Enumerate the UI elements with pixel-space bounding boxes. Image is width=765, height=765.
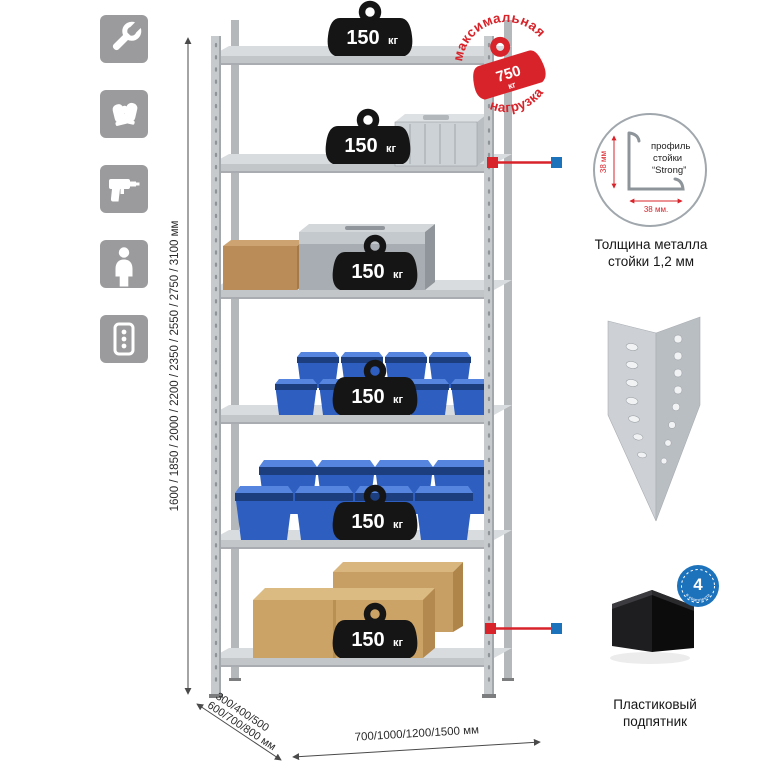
feature-tile-person xyxy=(100,240,148,288)
fasteners-icon xyxy=(113,322,135,356)
profile-circle-callout: 38 мм 38 мм. профиль стойки “Strong” xyxy=(593,113,707,227)
foot-caption-line2: подпятник xyxy=(622,713,688,729)
max-load-stamp: максимальная нагрузка 750 кг xyxy=(440,0,550,122)
stamp-weight-value: 750 xyxy=(494,62,523,86)
plastic-foot-image: 4 в комплекте xyxy=(610,565,719,664)
badge-count-value: 4 xyxy=(693,575,703,594)
foot-caption: Пластиковый подпятник xyxy=(577,697,733,731)
height-dimension-label: 1600 / 1850 / 2000 / 2200 / 2350 / 2550 … xyxy=(169,221,181,512)
profile-caption-line1: Толщина металла xyxy=(594,237,708,252)
dimension-width: 700/1000/1200/1500 мм xyxy=(292,724,541,761)
cardboard-box-small-image xyxy=(223,240,305,290)
weight-badge-2 xyxy=(326,112,411,164)
profile-dim-horizontal: 38 мм. xyxy=(644,205,668,214)
feature-tile-gloves xyxy=(100,90,148,138)
dimension-height: 1600 / 1850 / 2000 / 2200 / 2350 / 2550 … xyxy=(169,37,192,695)
person-icon xyxy=(115,247,133,287)
cardboard-boxes-bottom-image xyxy=(253,562,463,658)
drill-icon xyxy=(109,179,140,202)
profile-caption: Толщина металла стойки 1,2 мм xyxy=(573,237,729,271)
stamp-weight-unit: кг xyxy=(507,79,518,91)
dimension-depth: 300/400/500 600/700/800 мм xyxy=(196,690,282,761)
shelf-load-weights xyxy=(326,4,418,658)
feature-tile-drill xyxy=(100,165,148,213)
weight-badge-1 xyxy=(328,4,413,56)
profile-label-line3: “Strong” xyxy=(652,165,686,176)
profile-label-line1: профиль xyxy=(651,141,690,152)
upright-profile-image xyxy=(607,316,701,522)
rack-front-uprights xyxy=(209,36,496,698)
gloves-icon xyxy=(112,102,138,126)
rack-diagram: 150 кг xyxy=(169,0,562,761)
profile-callout-connector xyxy=(487,157,562,168)
profile-dim-vertical: 38 мм xyxy=(599,151,608,173)
connector-red-marker-bottom xyxy=(485,623,496,634)
wrench-icon xyxy=(112,21,142,51)
rack-back-uprights xyxy=(229,20,514,681)
connector-red-marker-top xyxy=(487,157,498,168)
profile-cross-section: 38 мм 38 мм. профиль стойки “Strong” xyxy=(599,131,690,214)
foot-callout-connector xyxy=(485,623,562,634)
connector-blue-marker-top xyxy=(551,157,562,168)
included-count-badge: 4 в комплекте xyxy=(677,565,719,607)
feature-tile-fasteners xyxy=(100,315,148,363)
foot-caption-line1: Пластиковый xyxy=(613,697,697,712)
feature-tile-tools xyxy=(100,15,148,63)
profile-label-line2: стойки xyxy=(653,153,682,164)
width-dimension-label: 700/1000/1200/1500 мм xyxy=(354,724,479,743)
profile-caption-line2: стойки 1,2 мм xyxy=(607,253,695,269)
stamp-weight-icon: 750 кг xyxy=(473,36,546,100)
connector-blue-marker-bottom xyxy=(551,623,562,634)
